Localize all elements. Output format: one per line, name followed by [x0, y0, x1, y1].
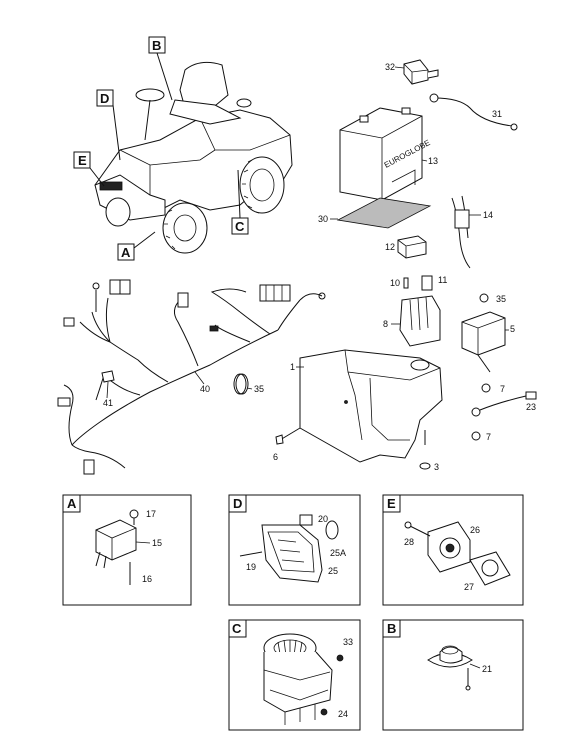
- svg-text:13: 13: [428, 156, 438, 166]
- svg-text:25: 25: [328, 566, 338, 576]
- svg-text:14: 14: [483, 210, 493, 220]
- svg-text:D: D: [100, 91, 109, 106]
- part-31: 32: [385, 59, 439, 85]
- svg-text:1: 1: [290, 362, 295, 372]
- callout-B: B: [148, 36, 173, 101]
- callout-E: E: [73, 151, 105, 187]
- part-23-cable: 23: [471, 391, 537, 417]
- part-7-nuts: 7 7: [471, 383, 505, 442]
- svg-text:D: D: [233, 496, 242, 511]
- callout-D: D: [96, 89, 121, 161]
- part-5-relay: 5: [461, 311, 515, 373]
- inset-A: A 17 15 16: [62, 494, 192, 606]
- svg-text:7: 7: [500, 384, 505, 394]
- inset-E: E 28 26 27: [382, 494, 524, 606]
- svg-text:A: A: [121, 245, 131, 260]
- inset-C: C 33 24: [228, 619, 361, 731]
- svg-text:35: 35: [496, 294, 506, 304]
- svg-text:5: 5: [510, 324, 515, 334]
- svg-text:10: 10: [390, 278, 400, 288]
- svg-text:16: 16: [142, 574, 152, 584]
- part-40-harness: 40: [57, 279, 326, 475]
- part-41: 41: [101, 370, 115, 408]
- svg-text:27: 27: [464, 582, 474, 592]
- part-10: 11: [421, 275, 447, 291]
- part-11: 12: [385, 235, 427, 259]
- svg-text:32: 32: [385, 62, 395, 72]
- part-12-battery: EUROGLOBE 13: [339, 107, 438, 201]
- svg-text:A: A: [67, 496, 77, 511]
- svg-text:26: 26: [470, 525, 480, 535]
- svg-text:28: 28: [404, 537, 414, 547]
- svg-text:6: 6: [273, 452, 278, 462]
- svg-text:41: 41: [103, 398, 113, 408]
- svg-text:17: 17: [146, 509, 156, 519]
- svg-text:B: B: [387, 621, 396, 636]
- part-3-bolt: 3: [419, 430, 439, 472]
- svg-text:12: 12: [385, 242, 395, 252]
- part-8-fuseholder: 8: [383, 295, 441, 347]
- svg-text:24: 24: [338, 709, 348, 719]
- svg-text:B: B: [152, 38, 161, 53]
- part-30: 31: [429, 93, 518, 131]
- part-32: 35: [233, 373, 264, 395]
- inset-B: B 21: [382, 619, 524, 731]
- part-13-strap: 14: [451, 195, 493, 269]
- svg-text:35: 35: [254, 384, 264, 394]
- svg-text:7: 7: [486, 432, 491, 442]
- tractor-illustration: [94, 61, 293, 254]
- svg-text:20: 20: [318, 514, 328, 524]
- inset-D: D 20 25A 19 25: [228, 494, 361, 606]
- svg-text:31: 31: [492, 109, 502, 119]
- svg-text:30: 30: [318, 214, 328, 224]
- svg-text:C: C: [235, 219, 245, 234]
- svg-text:C: C: [232, 621, 242, 636]
- svg-text:19: 19: [246, 562, 256, 572]
- callout-A: A: [117, 231, 156, 261]
- svg-text:40: 40: [200, 384, 210, 394]
- part-35: 35: [479, 293, 506, 304]
- svg-text:25A: 25A: [330, 548, 346, 558]
- part-6-bolt: 6: [273, 427, 301, 462]
- part-1-tray: 1: [290, 349, 443, 463]
- svg-text:15: 15: [152, 538, 162, 548]
- svg-text:11: 11: [438, 275, 447, 285]
- part-14-pad: 30: [318, 197, 432, 229]
- callout-C: C: [231, 169, 249, 235]
- svg-text:8: 8: [383, 319, 388, 329]
- svg-text:E: E: [387, 496, 396, 511]
- svg-text:21: 21: [482, 664, 492, 674]
- svg-text:23: 23: [526, 402, 536, 412]
- svg-text:E: E: [78, 153, 87, 168]
- svg-text:33: 33: [343, 637, 353, 647]
- svg-text:3: 3: [434, 462, 439, 472]
- part-9: 10: [390, 277, 409, 289]
